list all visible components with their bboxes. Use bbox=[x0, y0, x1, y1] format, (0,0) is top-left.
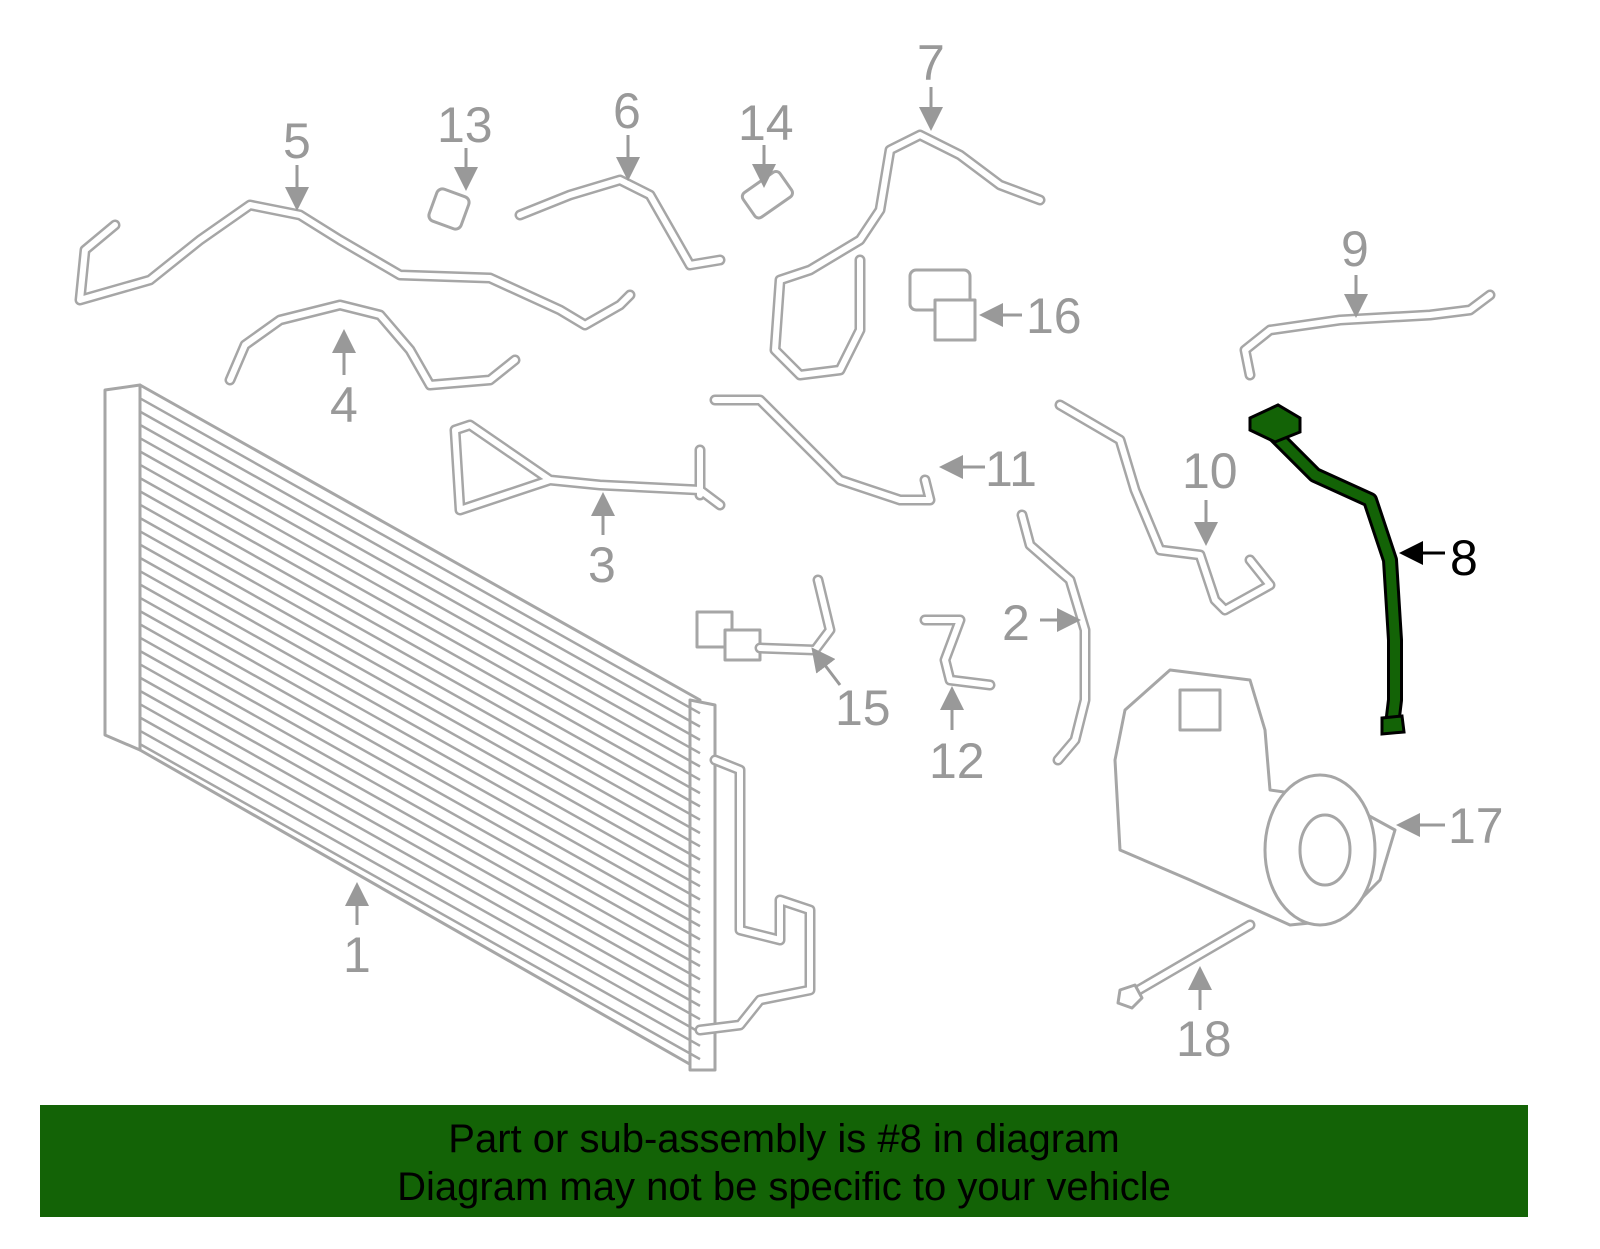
part-5-hose[interactable] bbox=[74, 199, 636, 331]
callout-11: 11 bbox=[985, 441, 1037, 497]
part-3-hose[interactable] bbox=[449, 419, 726, 516]
callout-16: 16 bbox=[1026, 288, 1082, 344]
condenser-fin bbox=[139, 410, 701, 728]
part-12-sensor[interactable] bbox=[919, 614, 996, 691]
condenser-fin bbox=[139, 636, 701, 954]
part-16-valve[interactable] bbox=[908, 268, 977, 342]
part-14-switch[interactable] bbox=[740, 169, 794, 220]
callout-13: 13 bbox=[437, 97, 493, 153]
condenser-fin bbox=[139, 556, 701, 874]
condenser-fin bbox=[139, 610, 701, 928]
callout-2: 2 bbox=[1002, 595, 1030, 651]
condenser-fin bbox=[139, 676, 701, 994]
condenser-fin bbox=[139, 689, 701, 1007]
part-17-compressor[interactable] bbox=[1113, 668, 1397, 927]
callout-17: 17 bbox=[1448, 798, 1504, 854]
callout-7: 7 bbox=[917, 35, 945, 91]
condenser-fin bbox=[139, 530, 701, 848]
condenser-fin bbox=[139, 596, 701, 914]
condenser-fin bbox=[139, 543, 701, 861]
part-1-condenser[interactable] bbox=[103, 383, 816, 1072]
callout-8[interactable]: 8 bbox=[1450, 530, 1478, 586]
condenser-fin bbox=[139, 649, 701, 968]
condenser-fin bbox=[139, 423, 701, 741]
part-2-hose[interactable] bbox=[1016, 509, 1091, 766]
condenser-fin bbox=[139, 516, 701, 835]
condenser-fin bbox=[139, 663, 701, 981]
callout-3: 3 bbox=[588, 537, 616, 593]
callout-arrows bbox=[285, 87, 1445, 1010]
callout-14: 14 bbox=[738, 95, 794, 151]
condenser-fin bbox=[139, 743, 701, 1061]
part-18-bolt[interactable] bbox=[1116, 919, 1256, 1010]
condenser-fin bbox=[139, 397, 701, 715]
part-9-hose[interactable] bbox=[1239, 289, 1496, 381]
part-4-hose[interactable] bbox=[224, 299, 521, 391]
callout-6: 6 bbox=[613, 83, 641, 139]
info-banner: Part or sub-assembly is #8 in diagram Di… bbox=[40, 1105, 1528, 1217]
part-6-hose[interactable] bbox=[514, 174, 726, 271]
condenser-fin bbox=[139, 623, 701, 941]
callout-labels: 1 2 3 4 5 6 7 8 9 10 11 12 13 14 15 16 1… bbox=[283, 35, 1504, 1067]
part-10-hose[interactable] bbox=[1054, 399, 1276, 616]
callout-10: 10 bbox=[1182, 443, 1238, 499]
banner-line-1: Part or sub-assembly is #8 in diagram bbox=[448, 1117, 1120, 1161]
condenser-fin bbox=[139, 583, 701, 901]
callout-9: 9 bbox=[1341, 221, 1369, 277]
condenser-fin bbox=[139, 716, 701, 1034]
condenser-fin bbox=[139, 463, 701, 781]
callout-15: 15 bbox=[835, 680, 891, 736]
callout-1: 1 bbox=[343, 927, 371, 983]
callout-4: 4 bbox=[330, 377, 358, 433]
condenser-fin bbox=[139, 703, 701, 1021]
condenser-fin bbox=[139, 450, 701, 768]
part-11-hose[interactable] bbox=[709, 394, 936, 506]
condenser-fin bbox=[139, 477, 701, 795]
condenser-fin bbox=[139, 503, 701, 821]
callout-5: 5 bbox=[283, 113, 311, 169]
condenser-fin bbox=[139, 570, 701, 888]
condenser-fin bbox=[139, 437, 701, 755]
part-13-valve[interactable] bbox=[427, 187, 471, 231]
callout-18: 18 bbox=[1176, 1011, 1232, 1067]
part-15-harness[interactable] bbox=[695, 574, 836, 662]
condenser-fin bbox=[139, 490, 701, 808]
banner-line-2: Diagram may not be specific to your vehi… bbox=[397, 1165, 1171, 1209]
part-7-hose[interactable] bbox=[769, 129, 1046, 381]
callout-12: 12 bbox=[929, 733, 985, 789]
condenser-fin bbox=[139, 729, 701, 1047]
part-8-hose-highlighted[interactable] bbox=[1248, 403, 1406, 736]
